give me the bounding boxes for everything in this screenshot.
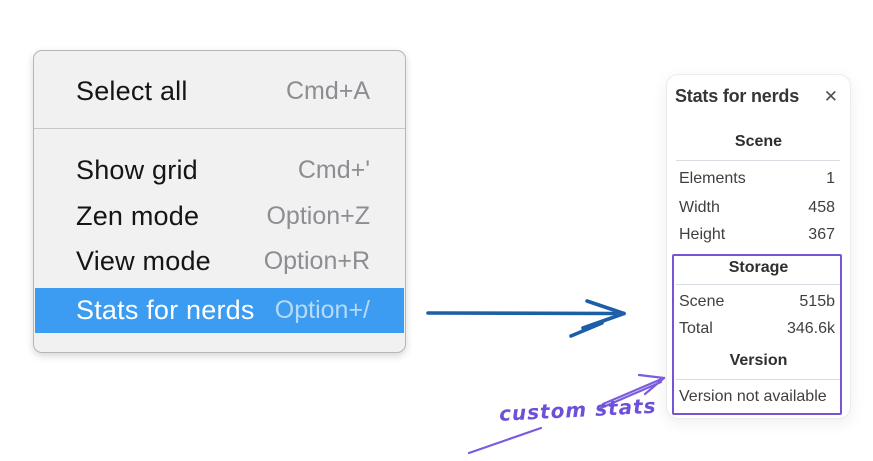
stat-row-total-storage: Total 346.6k <box>679 319 835 339</box>
menu-item-label: Show grid <box>76 154 198 185</box>
menu-item-select-all[interactable]: Select all Cmd+A <box>35 69 404 113</box>
stat-row-scene-storage: Scene 515b <box>679 292 835 312</box>
stat-value: 1 <box>826 170 835 187</box>
menu-item-label: Stats for nerds <box>76 295 255 325</box>
stat-value: 458 <box>808 199 835 216</box>
section-divider <box>676 379 840 380</box>
section-heading-storage: Storage <box>728 259 789 276</box>
section-heading-scene: Scene <box>734 133 783 150</box>
menu-item-label: Select all <box>76 75 188 106</box>
stat-row-height: Height 367 <box>679 225 835 245</box>
menu-item-shortcut: Option+Z <box>266 201 370 230</box>
section-divider <box>676 160 840 161</box>
annotation-arrow <box>467 373 666 455</box>
menu-item-label: View mode <box>76 245 211 276</box>
menu-item-show-grid[interactable]: Show grid Cmd+' <box>35 148 404 192</box>
menu-item-shortcut: Option+R <box>263 246 370 275</box>
stat-label: Total <box>679 320 713 337</box>
stat-label: Scene <box>679 293 725 310</box>
stats-panel: Stats for nerds ✕ Scene Elements 1 Width… <box>666 74 851 419</box>
stat-value: 346.6k <box>786 320 835 337</box>
version-note: Version not available <box>679 388 827 405</box>
stat-label: Height <box>679 226 726 243</box>
menu-separator <box>34 128 405 129</box>
close-icon[interactable]: ✕ <box>823 87 838 106</box>
menu-item-shortcut: Option+/ <box>274 296 370 324</box>
arrow-menu-to-panel <box>426 299 626 338</box>
menu-item-zen-mode[interactable]: Zen mode Option+Z <box>35 194 404 238</box>
context-menu: Select all Cmd+A Show grid Cmd+' Zen mod… <box>33 50 406 353</box>
stat-row-elements: Elements 1 <box>679 169 835 189</box>
menu-item-shortcut: Cmd+A <box>285 76 370 105</box>
menu-item-shortcut: Cmd+' <box>297 155 370 184</box>
menu-item-view-mode[interactable]: View mode Option+R <box>35 239 404 283</box>
section-divider <box>676 284 840 285</box>
stats-panel-header: Stats for nerds ✕ <box>675 86 840 107</box>
menu-item-stats-for-nerds[interactable]: Stats for nerds Option+/ <box>35 288 404 333</box>
stat-label: Elements <box>679 170 746 187</box>
stat-value: 515b <box>799 293 835 310</box>
menu-item-label: Zen mode <box>76 200 200 231</box>
section-heading-version: Version <box>729 352 788 369</box>
stat-row-width: Width 458 <box>679 198 835 218</box>
stats-panel-title: Stats for nerds <box>675 86 800 106</box>
stat-label: Width <box>679 199 720 216</box>
stat-value: 367 <box>808 226 835 243</box>
